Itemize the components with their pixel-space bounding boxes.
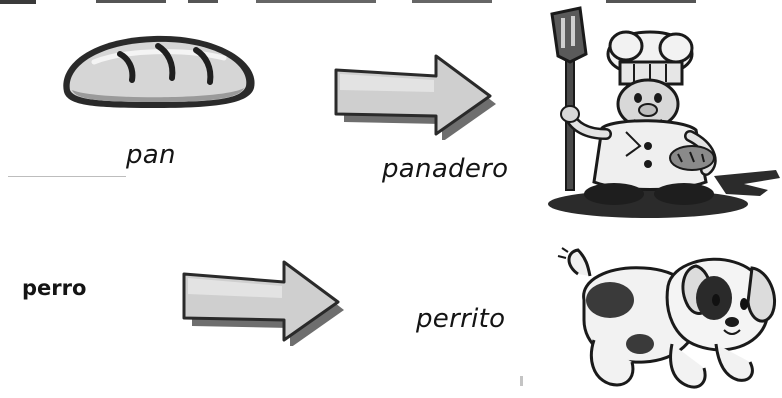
puppy-icon <box>548 240 780 398</box>
bread-loaf-icon <box>54 28 264 112</box>
baker-chef-icon <box>530 6 782 218</box>
word-pan: pan <box>126 140 176 170</box>
word-perrito: perrito <box>416 304 506 334</box>
right-arrow-icon <box>330 52 506 140</box>
word-panadero: panadero <box>382 154 509 184</box>
top-crop-edge <box>0 0 782 10</box>
underline-rule <box>8 176 126 177</box>
word-perro: perro <box>22 276 87 300</box>
speck-mark <box>520 376 523 386</box>
right-arrow-icon-2 <box>178 256 354 346</box>
